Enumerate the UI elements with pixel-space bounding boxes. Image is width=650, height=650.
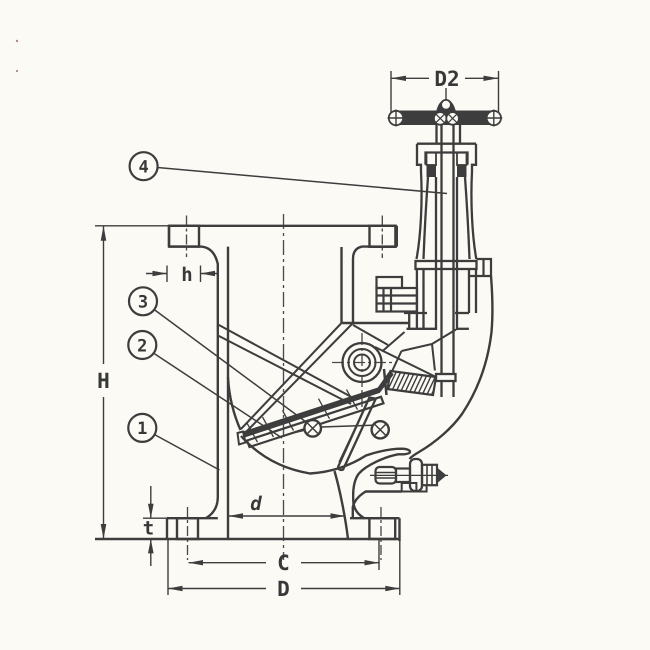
dimension-c: [188, 540, 380, 570]
label-h-small: h: [181, 264, 192, 286]
callout-4: 4: [128, 151, 159, 182]
handwheel-rim-end-right: [485, 109, 503, 127]
hinge-boss: [341, 341, 383, 384]
callout-1: 1: [127, 412, 158, 443]
right-shoulder: [469, 257, 493, 278]
dimension-d-small: [228, 513, 345, 519]
label-d2: D2: [434, 67, 459, 91]
dimension-big-d: [167, 540, 401, 595]
disc-plate: [245, 395, 385, 449]
dimension-h-small: [146, 265, 218, 282]
stem: [434, 124, 462, 397]
disc-lever: [382, 368, 388, 396]
handwheel: [387, 88, 503, 127]
disc-bolt-right: [370, 419, 391, 440]
label-d-small: d: [250, 493, 262, 515]
callout-2-number: 2: [137, 336, 147, 356]
label-big-d: D: [277, 577, 290, 601]
callout-3-number: 3: [138, 293, 148, 313]
callout-2: 2: [127, 329, 158, 361]
dimension-h-height: [95, 225, 170, 539]
label-t: t: [143, 518, 154, 540]
gland-nut: [415, 142, 478, 172]
label-c: C: [277, 551, 290, 575]
scan-specks: [15, 39, 19, 73]
inclined-throat: [240, 322, 354, 435]
disc-arm-plate: [337, 396, 378, 472]
drawing-layer: D2 H h t d C: [95, 67, 503, 601]
label-h-height: H: [97, 369, 110, 393]
drain-bolt: [370, 457, 448, 493]
bottom-flange-bolt-hole-right: [368, 517, 397, 541]
dimension-t: [143, 486, 168, 566]
handwheel-rim-end-left: [387, 109, 405, 127]
callout-3: 3: [127, 286, 159, 317]
hinge-pin-boss-bolt: [375, 275, 419, 313]
bottom-flange-bolt-hole-left: [175, 517, 200, 541]
cover-bracket: [352, 324, 457, 378]
callout-1-number: 1: [137, 419, 147, 439]
open-disc-lines: [217, 323, 352, 405]
callout-4-number: 4: [138, 158, 148, 178]
disc-bolt-left: [303, 418, 323, 438]
body-outline: [95, 224, 494, 541]
yoke: [404, 171, 478, 330]
seat-wedge: [386, 369, 438, 397]
seat-ticks: [245, 389, 359, 443]
